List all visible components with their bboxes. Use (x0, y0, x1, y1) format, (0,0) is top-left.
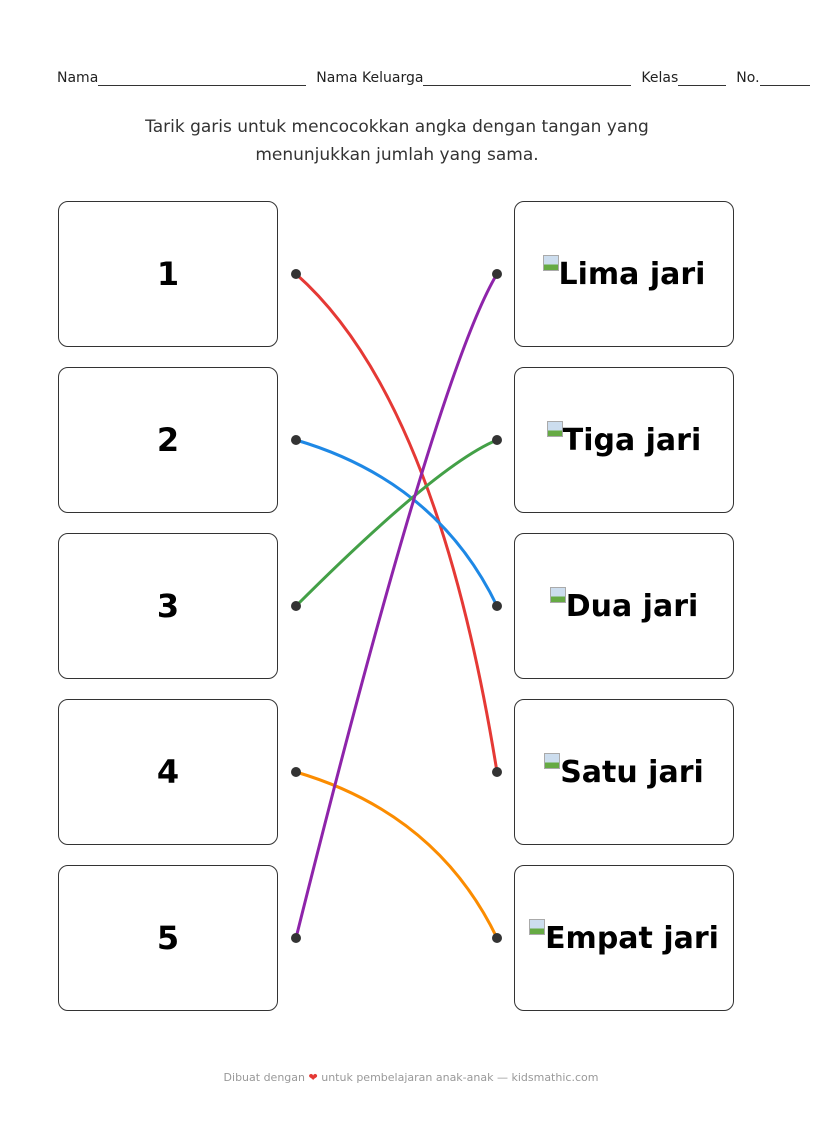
match-line (294, 273, 499, 939)
name-field[interactable] (98, 71, 307, 86)
student-info-header: Nama Nama Keluarga Kelas No. (57, 70, 822, 86)
connector-dot[interactable] (291, 767, 301, 777)
class-field[interactable] (678, 71, 727, 86)
heart-icon: ❤ (308, 1071, 318, 1084)
hand-alt-text: Satu jari (560, 754, 704, 790)
connector-dot[interactable] (492, 933, 502, 943)
broken-image-icon (546, 420, 563, 437)
name-label: Nama (57, 70, 99, 86)
class-label: Kelas (641, 70, 679, 86)
hand-card: Satu jari (514, 699, 734, 845)
hand-card: Dua jari (514, 533, 734, 679)
connector-dot[interactable] (492, 767, 502, 777)
hand-card: Lima jari (514, 201, 734, 347)
number-card: 2 (58, 367, 278, 513)
footer-credit: untuk pembelajaran anak-anak — kidsmathi… (321, 1071, 599, 1084)
broken-image-icon (529, 918, 546, 935)
connector-dot[interactable] (291, 933, 301, 943)
match-line (294, 438, 498, 608)
number-label: 1 (156, 255, 180, 293)
number-label: 2 (156, 421, 180, 459)
broken-image-icon (542, 254, 559, 271)
match-line (295, 272, 499, 773)
number-label: 5 (156, 919, 180, 957)
connector-dot[interactable] (492, 435, 502, 445)
hand-alt-text: Lima jari (558, 256, 706, 292)
broken-image-icon (549, 586, 566, 603)
footer-text: Dibuat dengan (223, 1071, 305, 1084)
connector-dot[interactable] (492, 269, 502, 279)
connector-dot[interactable] (291, 601, 301, 611)
family-label: Nama Keluarga (316, 70, 424, 86)
footer: Dibuat dengan ❤ untuk pembelajaran anak-… (0, 1071, 822, 1084)
hand-card: Empat jari (514, 865, 734, 1011)
number-label: No. (736, 70, 760, 86)
number-card: 5 (58, 865, 278, 1011)
broken-image-icon (544, 752, 561, 769)
instruction: Tarik garis untuk mencocokkan angka deng… (145, 117, 649, 165)
hand-alt-text: Tiga jari (562, 422, 702, 458)
number-label: 4 (156, 753, 180, 791)
number-field[interactable] (759, 71, 810, 86)
hand-card: Tiga jari (514, 367, 734, 513)
connector-dot[interactable] (492, 601, 502, 611)
match-line (295, 770, 499, 939)
match-line (295, 438, 499, 607)
hand-alt-text: Empat jari (545, 920, 719, 956)
number-card: 1 (58, 201, 278, 347)
connector-dot[interactable] (291, 269, 301, 279)
number-label: 3 (156, 587, 180, 625)
number-card: 4 (58, 699, 278, 845)
number-card: 3 (58, 533, 278, 679)
hand-alt-text: Dua jari (565, 588, 699, 624)
connector-dot[interactable] (291, 435, 301, 445)
family-field[interactable] (423, 71, 632, 86)
